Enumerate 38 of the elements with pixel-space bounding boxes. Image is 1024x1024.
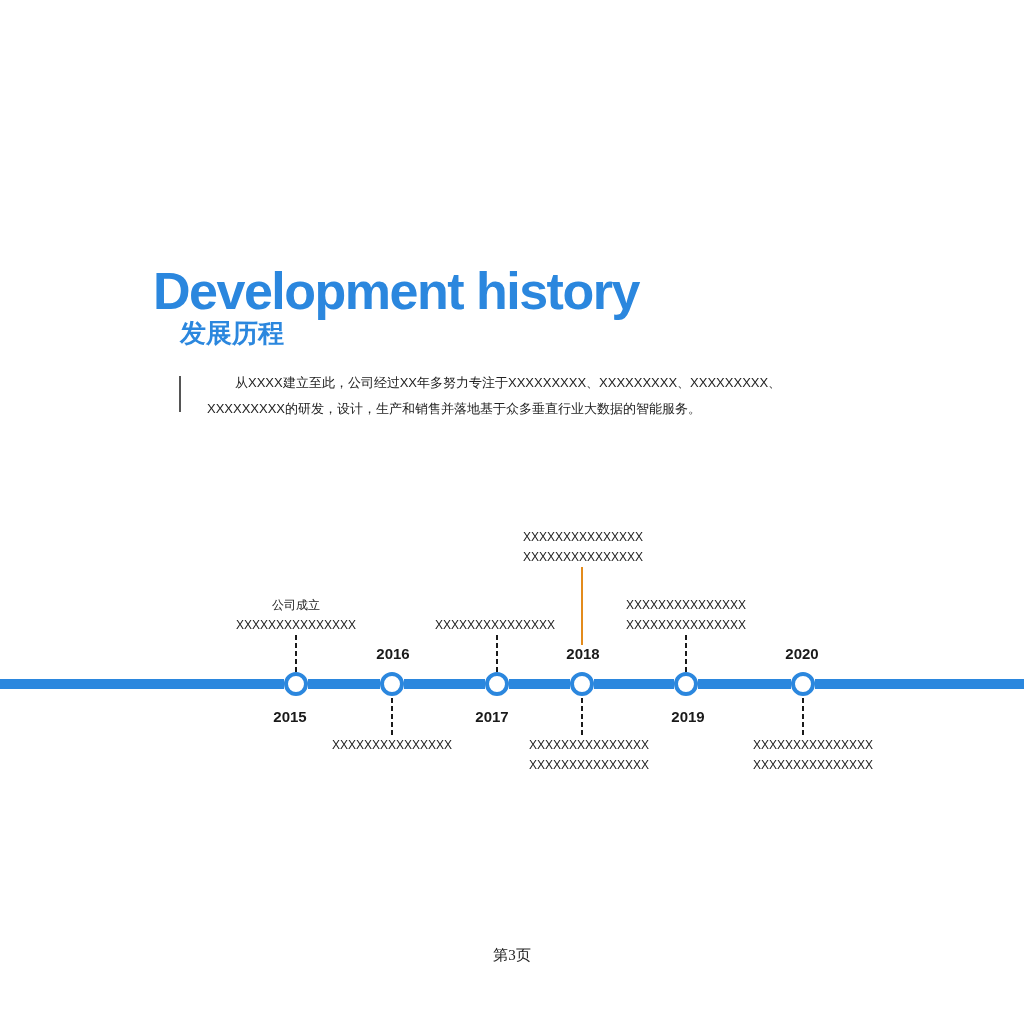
event-description: XXXXXXXXXXXXXXX XXXXXXXXXXXXXXX <box>521 527 645 567</box>
leader-line <box>685 634 687 673</box>
circle-marker-icon <box>284 672 308 696</box>
leader-line <box>581 695 583 736</box>
year-label: 2015 <box>273 708 307 726</box>
event-title: 公司成立 <box>272 597 320 614</box>
event-description: XXXXXXXXXXXXXXX <box>433 615 557 635</box>
event-description: XXXXXXXXXXXXXXX <box>235 617 357 634</box>
circle-marker-icon <box>791 672 815 696</box>
leader-line <box>581 566 583 646</box>
timeline-bar <box>698 679 791 689</box>
page-number: 第3页 <box>493 946 531 965</box>
year-label: 2018 <box>566 645 600 663</box>
event-description: XXXXXXXXXXXXXXX <box>330 735 454 755</box>
intro-paragraph: 从XXXX建立至此，公司经过XX年多努力专注于XXXXXXXXX、XXXXXXXXX、XXXXXXXXX、XXXXXXXXX的研发，设计，生产和销售并落地基于众多垂直行业大数据的智能服务。 <box>207 374 783 418</box>
circle-marker-icon <box>570 672 594 696</box>
page-title: Development history <box>153 261 639 321</box>
year-label: 2016 <box>376 645 410 663</box>
leader-line <box>496 634 498 673</box>
year-label: 2017 <box>475 708 509 726</box>
timeline-bar <box>815 679 1024 689</box>
subtitle: 发展历程 <box>180 318 284 348</box>
circle-marker-icon <box>674 672 698 696</box>
event-description: XXXXXXXXXXXXXXX XXXXXXXXXXXXXXX <box>624 595 748 635</box>
leader-line <box>802 695 804 736</box>
timeline-bar <box>308 679 380 689</box>
timeline-bar <box>509 679 570 689</box>
event-description: XXXXXXXXXXXXXXX XXXXXXXXXXXXXXX <box>751 735 875 775</box>
circle-marker-icon <box>485 672 509 696</box>
circle-marker-icon <box>380 672 404 696</box>
year-label: 2019 <box>671 708 705 726</box>
event-description: XXXXXXXXXXXXXXX XXXXXXXXXXXXXXX <box>527 735 651 775</box>
timeline-bar <box>404 679 485 689</box>
leader-line <box>295 634 297 673</box>
timeline-bar <box>594 679 674 689</box>
timeline-bar <box>0 679 284 689</box>
leader-line <box>391 695 393 736</box>
year-label: 2020 <box>785 645 819 663</box>
